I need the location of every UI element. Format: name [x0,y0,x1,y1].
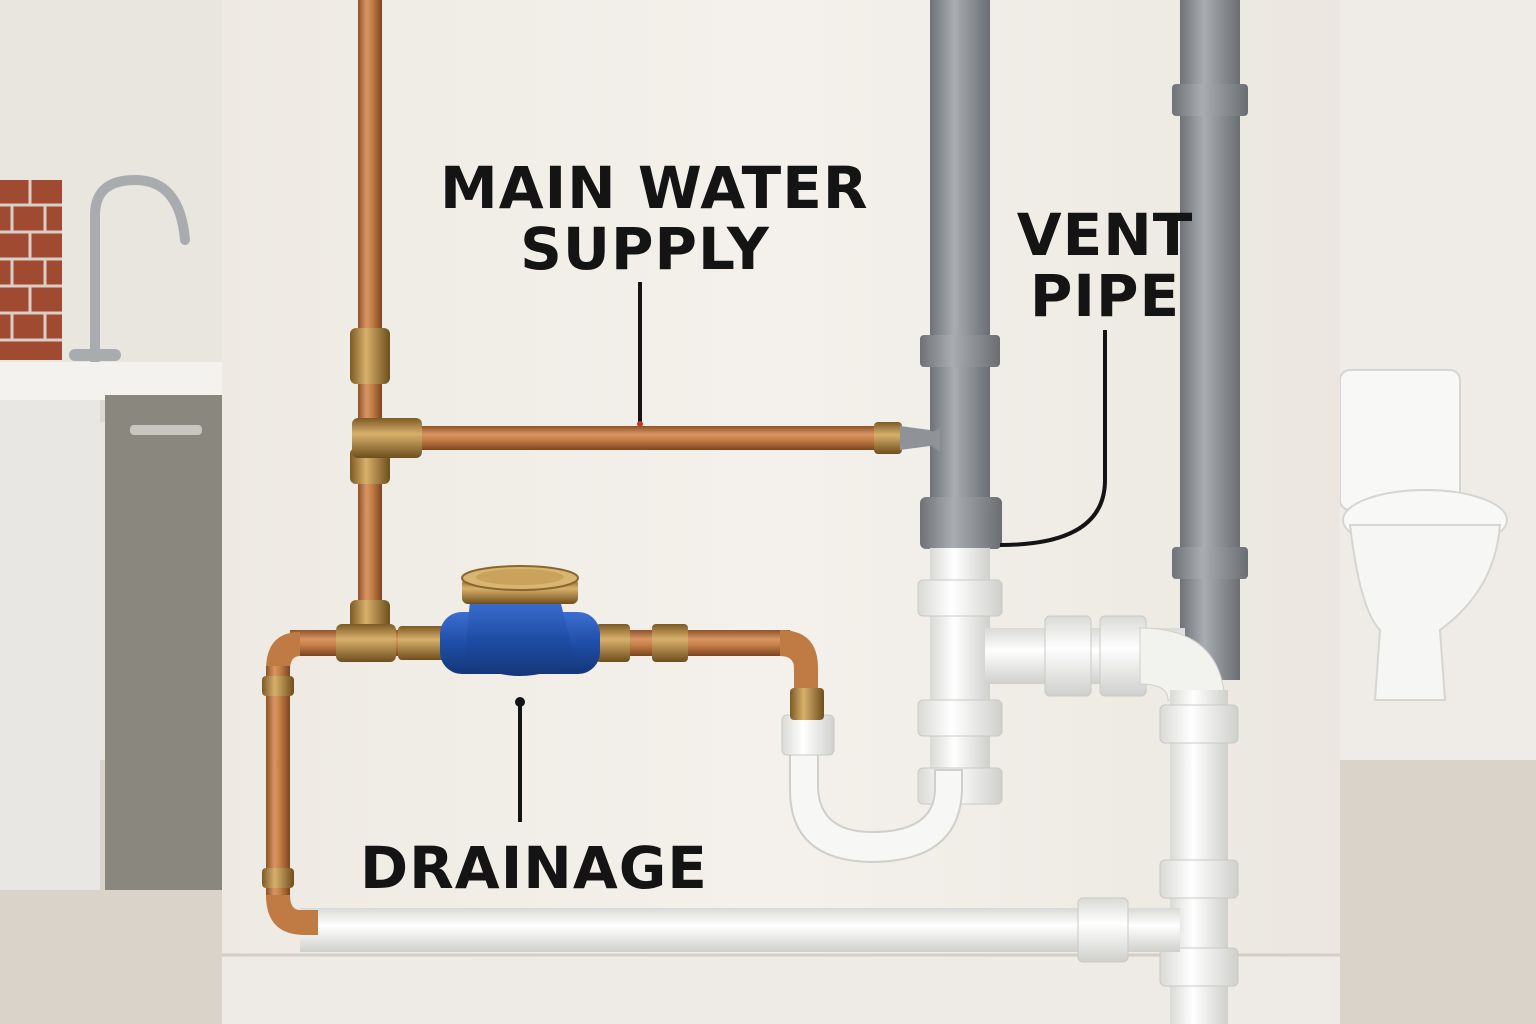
baseboard [222,955,1340,1024]
vent-pipe-right [1172,0,1248,680]
vent-pipe-left [920,0,1002,549]
toilet [1339,369,1508,701]
vent-pipe-label: VENT PIPE [1010,205,1200,327]
wall-panel [222,0,1340,955]
main-water-supply-label: MAIN WATER SUPPLY [440,154,869,283]
main-water-supply-label-line1: MAIN WATER [440,154,869,222]
water-meter [440,565,600,676]
main-water-supply-label-line2: SUPPLY [520,214,770,283]
vent-pipe-label-line1: VENT [1016,201,1194,269]
copper-supply-pipes [262,0,940,935]
kitchen-counter [0,362,222,890]
brick-backsplash [0,180,62,360]
vent-pipe-label-line2: PIPE [1029,261,1181,330]
drainage-label: DRAINAGE [360,834,708,902]
drain-pipe-system [300,548,1239,1024]
leader-lines [518,282,1107,822]
faucet [69,174,190,365]
